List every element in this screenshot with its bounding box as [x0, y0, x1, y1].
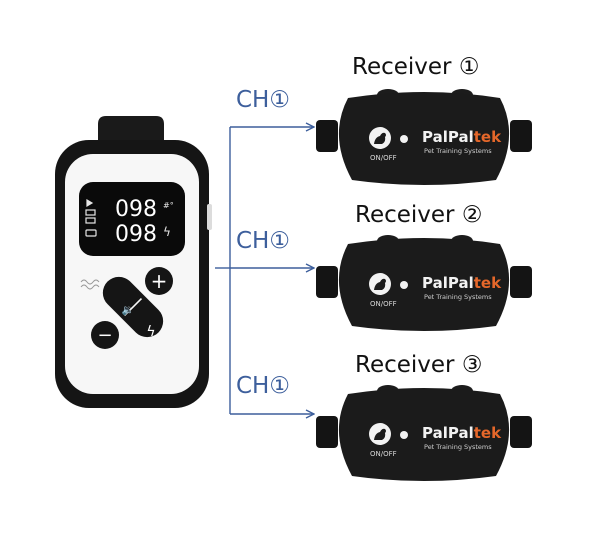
receiver-strap-right [510, 416, 532, 448]
plus-icon: + [151, 269, 168, 293]
lcd-top-unit: #° [163, 201, 174, 210]
dog-silhouette-icon [374, 132, 386, 144]
sound-icon: 🔉 [122, 305, 134, 316]
switch-label: ON/OFF [370, 154, 397, 162]
receiver-device-2: ON/OFF PalPaltek Pet Training Systems [316, 235, 532, 331]
minus-icon: − [97, 325, 112, 346]
brand-tagline: Pet Training Systems [424, 443, 492, 451]
receiver-device-1: ON/OFF PalPaltek Pet Training Systems [316, 89, 532, 185]
brand-logo: PalPaltek [422, 424, 502, 442]
receiver-body [338, 92, 510, 185]
channel-label-2: CH① [236, 228, 290, 254]
shock-icon: ϟ [146, 324, 155, 340]
power-indicator-icon [400, 135, 408, 143]
lcd-top-value: 098 [115, 197, 157, 222]
transmitter-remote: 098 098 #° ϟ + − 🔉 ϟ [55, 116, 212, 408]
minus-button[interactable] [91, 321, 119, 349]
channel-label-3: CH① [236, 373, 290, 399]
lcd-bottom-unit: ϟ [163, 225, 171, 239]
receiver-title-1: Receiver ① [352, 54, 480, 80]
receiver-title-2: Receiver ② [355, 202, 483, 228]
brand-tagline: Pet Training Systems [424, 293, 492, 301]
receiver-strap-left [316, 416, 338, 448]
dog-silhouette-icon [374, 278, 386, 290]
receiver-body [338, 388, 510, 481]
receiver-strap-right [510, 120, 532, 152]
receiver-body [338, 238, 510, 331]
dog-silhouette-icon [374, 428, 386, 440]
lcd-status-icons [85, 198, 97, 237]
receiver-title-3: Receiver ③ [355, 352, 483, 378]
receiver-device-3: ON/OFF PalPaltek Pet Training Systems [316, 385, 532, 481]
power-indicator-icon [400, 281, 408, 289]
receiver-strap-right [510, 266, 532, 298]
vibration-icon [80, 279, 100, 290]
switch-label: ON/OFF [370, 450, 397, 458]
capsule-divider [123, 297, 143, 317]
brand-logo: PalPaltek [422, 274, 502, 292]
lcd-screen [79, 182, 185, 256]
brand-tagline: Pet Training Systems [424, 147, 492, 155]
brand-logo: PalPaltek [422, 128, 502, 146]
power-indicator-icon [400, 431, 408, 439]
receiver-strap-left [316, 120, 338, 152]
switch-label: ON/OFF [370, 300, 397, 308]
remote-side-button [207, 204, 212, 230]
plus-button[interactable] [145, 267, 173, 295]
receiver-strap-left [316, 266, 338, 298]
lcd-bottom-value: 098 [115, 222, 157, 247]
channel-label-1: CH① [236, 87, 290, 113]
